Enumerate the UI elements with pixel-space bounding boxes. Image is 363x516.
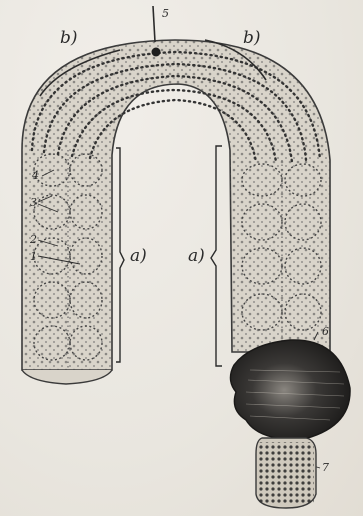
callout-1: 1 <box>30 251 37 262</box>
marker-5-dot <box>152 48 161 57</box>
bracket-a-right <box>211 146 222 366</box>
label-b-right: b) <box>243 30 261 47</box>
callout-6: 6 <box>322 326 329 337</box>
label-b-left: b) <box>60 30 78 47</box>
label-a-left: a) <box>130 248 147 265</box>
bulb-organ <box>230 340 350 440</box>
callout-5: 5 <box>162 8 169 19</box>
label-a-right: a) <box>188 248 205 265</box>
callout-3: 3 <box>30 197 37 208</box>
callout-4: 4 <box>32 170 39 181</box>
bracket-a-left <box>116 148 124 362</box>
callout-7: 7 <box>322 462 329 473</box>
callout-2: 2 <box>30 234 37 245</box>
